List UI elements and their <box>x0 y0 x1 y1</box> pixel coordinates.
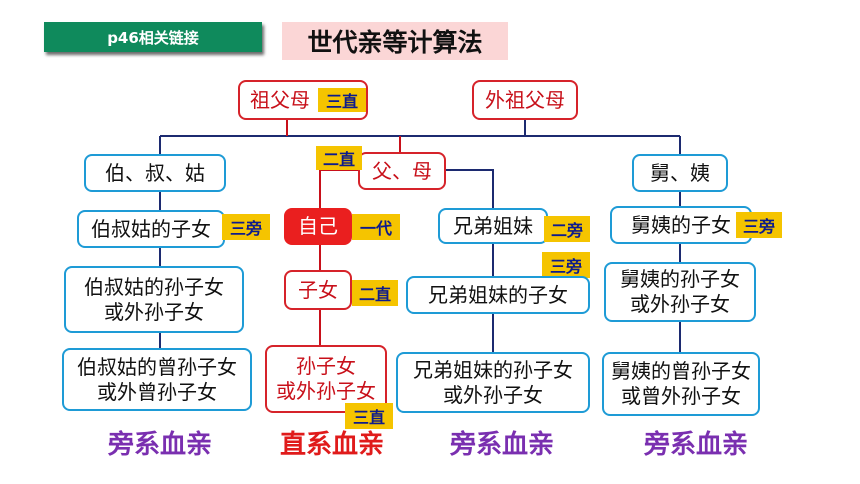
node-uncles-aunts: 伯、叔、姑 <box>84 154 226 192</box>
page-title-text: 世代亲等计算法 <box>307 28 483 57</box>
node-grandchildren: 孙子女 或外孙子女 <box>265 345 387 413</box>
node-siblings: 兄弟姐妹 <box>438 208 548 244</box>
footer-collateral-left: 旁系血亲 <box>107 429 212 460</box>
node-parents: 父、母 <box>358 152 446 190</box>
node-children: 子女 <box>284 270 352 310</box>
node-cousins-maternal: 舅姨的子女 <box>610 206 752 244</box>
node-siblings-children: 兄弟姐妹的子女 <box>406 276 590 314</box>
tag-children: 二直 <box>352 280 398 306</box>
node-self: 自己 <box>284 208 352 245</box>
footer-collateral-middle: 旁系血亲 <box>449 429 554 460</box>
page-title: 世代亲等计算法 <box>282 22 508 60</box>
footer-lineal: 直系血亲 <box>279 429 384 460</box>
tag-self: 一代 <box>352 214 400 240</box>
tag-parents: 二直 <box>316 146 362 170</box>
connector-parents-siblings <box>445 169 494 210</box>
node-maternal-uncles-aunts: 舅、姨 <box>632 154 728 192</box>
node-great-grand-cousins-paternal: 伯叔姑的曾孙子女 或外曾孙子女 <box>62 348 252 411</box>
tag-siblings: 二旁 <box>544 216 590 242</box>
tag-grandchildren: 三直 <box>345 403 393 429</box>
tag-grandparents: 三直 <box>318 88 366 112</box>
related-link-button[interactable]: p46相关链接 <box>44 22 262 52</box>
tag-cousins-maternal: 三旁 <box>736 212 782 238</box>
node-great-grand-cousins-maternal: 舅姨的曾孙子女 或曾外孙子女 <box>602 352 760 416</box>
node-cousins-paternal: 伯叔姑的子女 <box>77 210 225 248</box>
node-grand-cousins-paternal: 伯叔姑的孙子女 或外孙子女 <box>64 266 244 333</box>
node-maternal-grandparents: 外祖父母 <box>472 80 578 120</box>
related-link-label: p46相关链接 <box>107 28 199 47</box>
tag-siblings-children: 三旁 <box>542 252 590 278</box>
node-grand-cousins-maternal: 舅姨的孙子女 或外孙子女 <box>604 262 756 322</box>
node-siblings-grandchildren: 兄弟姐妹的孙子女 或外孙子女 <box>396 352 590 413</box>
footer-collateral-right: 旁系血亲 <box>643 429 748 460</box>
tag-cousins-paternal: 三旁 <box>222 214 270 240</box>
